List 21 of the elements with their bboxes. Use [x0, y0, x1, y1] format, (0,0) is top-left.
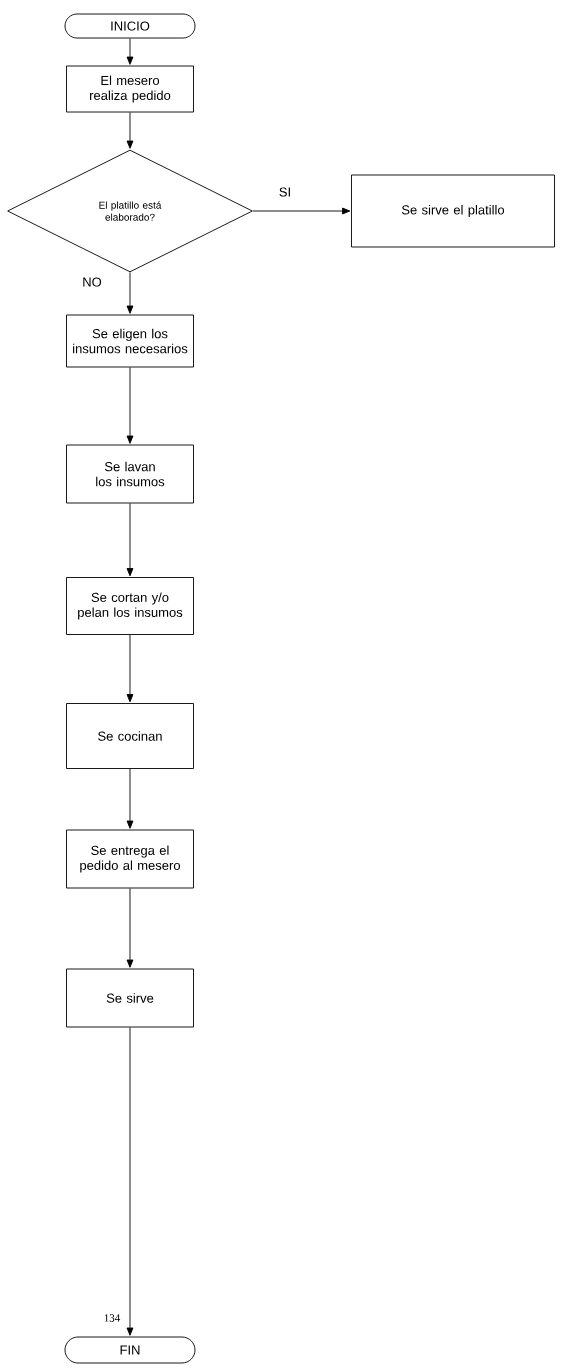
process-box: Se sirve el platillo [351, 174, 555, 248]
arrow [126, 768, 134, 829]
arrow [126, 503, 134, 577]
edge-label: NO [83, 277, 102, 287]
arrow [126, 38, 134, 65]
arrow [126, 112, 134, 149]
arrow [126, 272, 134, 314]
process-box: Se entrega el pedido al mesero [66, 829, 194, 889]
process-box: Se sirve [66, 968, 194, 1028]
edge-label: SI [279, 187, 290, 197]
arrow [252, 207, 351, 215]
arrow [126, 367, 134, 444]
arrow [126, 888, 134, 968]
page-number: 134 [104, 1314, 121, 1322]
arrow [126, 1027, 134, 1336]
process-box: El mesero realiza pedido [66, 65, 194, 113]
process-box: Se cortan y/o pelan los insumos [66, 577, 194, 635]
arrow [126, 634, 134, 703]
process-box: Se lavan los insumos [66, 444, 194, 504]
process-box: Se cocinan [66, 703, 194, 769]
process-box: Se eligen los insumos necesarios [66, 314, 194, 368]
